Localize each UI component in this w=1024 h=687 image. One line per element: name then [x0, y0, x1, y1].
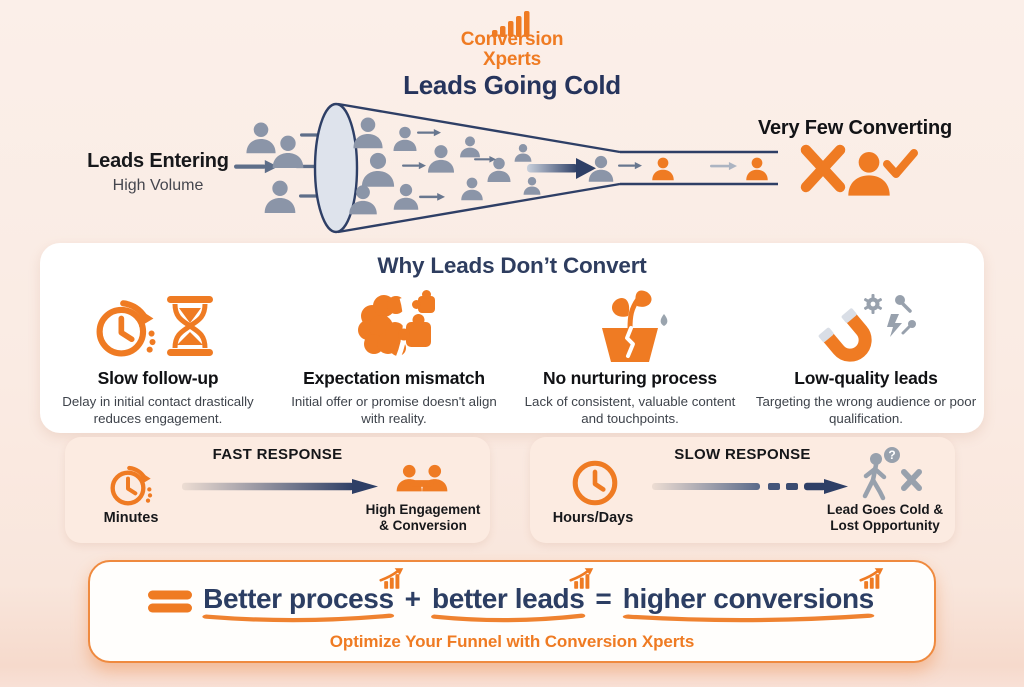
person-icon: [264, 180, 296, 213]
fast-arrow-icon: [182, 479, 378, 494]
debris-gear-icon: [863, 294, 883, 314]
brain-puzzle-icon: [358, 290, 435, 359]
plus-operator: +: [404, 583, 421, 614]
why-heading: No nurturing process: [543, 368, 717, 388]
why-item-no-nurturing: No nurturing process Lack of consistent,…: [512, 289, 748, 428]
big-arrow-icon: [527, 158, 596, 179]
person-icon: [272, 135, 304, 168]
why-description: Delay in initial contact drastically red…: [62, 394, 254, 427]
clock-icon: [572, 460, 618, 506]
fast-response-card: FAST RESPONSE Minutes High Engagement & …: [65, 437, 490, 543]
clock-arrow-icon: [108, 460, 156, 508]
equals-sign-icon: [148, 590, 193, 612]
handshake-icon: [396, 464, 448, 492]
why-heading: Low-quality leads: [794, 368, 938, 388]
brand-line1: Conversion: [460, 29, 564, 50]
fast-time-label: Minutes: [103, 510, 159, 526]
lost-x-icon: [901, 469, 922, 491]
funnel-entering-label: Leads Entering High Volume: [58, 150, 258, 195]
slow-response-card: SLOW RESPONSE Hours/Days: [530, 437, 955, 543]
equals-operator: =: [595, 583, 612, 614]
fast-response-title: FAST RESPONSE: [212, 446, 343, 463]
debris-pin-icon: [901, 320, 916, 335]
underline-swoosh-icon: [431, 613, 586, 623]
why-description: Lack of consistent, valuable content and…: [524, 394, 736, 427]
funnel-people: [349, 117, 541, 215]
why-item-expectation-mismatch: Expectation mismatch Initial offer or pr…: [276, 289, 512, 428]
why-heading: Slow follow-up: [97, 368, 219, 388]
summary-tagline: Optimize Your Funnel with Conversion Xpe…: [329, 632, 695, 651]
brand-logo: Conversion Xperts: [402, 29, 622, 71]
converted-lead-icon: [652, 157, 674, 181]
entering-heading: Leads Entering: [87, 150, 229, 172]
page-title: Leads Going Cold: [403, 70, 621, 100]
why-title: Why Leads Don’t Convert: [377, 253, 647, 278]
brand-line2: Xperts: [483, 49, 541, 71]
underline-swoosh-icon: [202, 613, 395, 623]
svg-text:?: ?: [888, 448, 895, 462]
summary-card: Better process + better leads = higher c…: [88, 560, 936, 663]
arrow-icon: [618, 162, 642, 170]
lead-walking-away-icon: ?: [862, 447, 922, 501]
funnel-converting-label: Very Few Converting: [757, 117, 953, 139]
arrow-icon: [710, 162, 737, 171]
growth-chart-icon: [859, 568, 885, 589]
cracked-plant-pot-icon: [602, 290, 668, 362]
converted-lead-icon: [746, 157, 768, 181]
equation-term-higher-conversions: higher conversions: [621, 583, 876, 623]
equation-term-better-process: Better process: [201, 583, 395, 623]
entering-subheading: High Volume: [112, 177, 204, 194]
person-check-icon: [848, 151, 890, 196]
fast-outcome-label: High Engagement & Conversion: [365, 502, 481, 533]
why-description: Targeting the wrong audience or poor qua…: [755, 394, 977, 427]
slow-outcome-label: Lead Goes Cold & Lost Opportunity: [826, 502, 944, 533]
bar-chart-logo-icon: [492, 11, 530, 37]
magnet-debris-icon: [818, 294, 916, 362]
why-description: Initial offer or promise doesn't align w…: [291, 394, 497, 427]
why-leads-card: Why Leads Don’t Convert Slow follow-up D…: [40, 243, 984, 433]
growth-chart-icon: [379, 568, 405, 589]
equation-row: Better process + better leads = higher c…: [90, 583, 934, 623]
person-icon: [246, 122, 276, 154]
funnel-shape: [313, 102, 778, 234]
why-item-slow-follow-up: Slow follow-up Delay in initial contact …: [40, 289, 276, 428]
slow-response-title: SLOW RESPONSE: [674, 446, 811, 463]
slow-arrow-icon: [652, 479, 848, 494]
question-bubble-icon: ?: [884, 447, 900, 463]
underline-swoosh-icon: [622, 613, 875, 623]
debris-rocket-icon: [895, 295, 912, 313]
clock-hourglass-icon: [93, 296, 213, 362]
equation-term-better-leads: better leads: [430, 583, 586, 623]
growth-chart-icon: [569, 568, 595, 589]
why-heading: Expectation mismatch: [303, 368, 485, 388]
x-mark-icon: [800, 144, 846, 193]
lead-funnel-diagram: [234, 102, 918, 234]
slow-time-label: Hours/Days: [552, 510, 634, 526]
check-mark-icon: [883, 149, 918, 178]
debris-lightning-icon: [887, 314, 902, 337]
why-item-low-quality: Low-quality leads Targeting the wrong au…: [748, 289, 984, 428]
